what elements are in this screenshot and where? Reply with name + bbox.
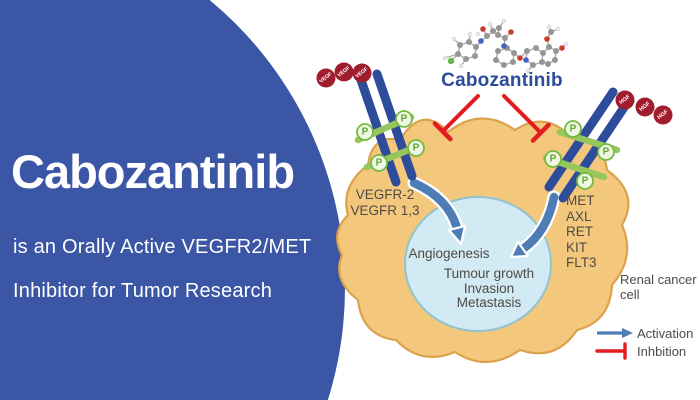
met-target-item: KIT — [566, 239, 588, 255]
vegf-ligand-icon: VEGF — [316, 68, 336, 88]
phospho-badges: P P P P P P P — [356, 110, 615, 190]
hgf-ligand-icon: HGF — [635, 97, 655, 117]
inhibition-tbar-icon — [595, 342, 627, 360]
angiogenesis-label: Angiogenesis — [408, 246, 490, 261]
phospho-p-label: P — [401, 114, 408, 125]
vegfr-receptor-label-line1: VEGFR-2 — [355, 187, 415, 202]
activation-arrow-right — [509, 190, 561, 259]
nucleus — [404, 196, 552, 332]
phospho-p-label: P — [413, 143, 420, 154]
activation-arrow-icon — [597, 328, 633, 338]
drug-name-label: Cabozantinib — [441, 70, 563, 91]
hero-title: Cabozantinib — [11, 145, 295, 198]
tumour-effects-line1: Tumour growth — [443, 266, 535, 281]
phospho-badge: P — [564, 120, 582, 138]
phospho-badge: P — [544, 150, 562, 168]
phospho-badge: P — [407, 139, 425, 157]
hero-subtitle-line1: is an Orally Active VEGFR2/MET — [13, 236, 312, 258]
vegfr-receptor-label-line2: VEGFR 1,3 — [350, 203, 420, 218]
hero-circle — [0, 0, 345, 400]
phospho-p-label: P — [603, 147, 610, 158]
phospho-p-label: P — [550, 154, 557, 165]
legend-activation-label: Activation — [637, 326, 694, 341]
tumour-effects-line3: Metastasis — [456, 295, 522, 310]
met-target-item: RET — [566, 224, 593, 239]
vegf-ligands: VEGF VEGF VEGF — [316, 62, 372, 88]
phospho-badge: P — [395, 110, 413, 128]
hero-subtitle-line2: Inhibitor for Tumor Research — [13, 280, 273, 302]
hgf-ligand-icon: HGF — [653, 105, 673, 125]
cell-caption: Renal cancer cell — [620, 272, 697, 302]
vegfr-receptor-label: VEGFR-2 VEGFR 1,3 — [345, 187, 425, 219]
activation-arrow-left — [407, 176, 467, 246]
tumour-effects-line2: Invasion — [463, 280, 515, 296]
met-target-item: MET — [566, 193, 595, 208]
met-target-list: MET AXL RET KIT FLT3 — [566, 193, 597, 271]
vegf-ligand-icon: VEGF — [334, 62, 354, 82]
vegf-ligand-icon: VEGF — [352, 63, 372, 83]
cabozantinib-molecule-icon — [442, 18, 569, 74]
legend-inhibition-label: Inhbition — [637, 344, 687, 359]
met-target-item: FLT3 — [566, 255, 597, 270]
phospho-p-label: P — [362, 127, 369, 138]
phospho-badge: P — [370, 154, 388, 172]
hgf-ligand-icon: HGF — [615, 90, 635, 110]
phospho-p-label: P — [570, 124, 577, 135]
cell-caption-line1: Renal cancer — [620, 272, 697, 287]
phospho-p-label: P — [582, 176, 589, 187]
phospho-p-label: P — [376, 158, 383, 169]
cell-caption-line2: cell — [620, 287, 640, 302]
phospho-badge: P — [356, 123, 374, 141]
hgf-ligands: HGF HGF HGF — [615, 90, 673, 125]
phospho-badge: P — [576, 172, 594, 190]
inhibition-line-right — [502, 94, 551, 143]
inhibition-line-left — [432, 94, 480, 142]
phospho-badge: P — [597, 143, 615, 161]
met-target-item: AXL — [566, 208, 592, 224]
tumour-effects-label: Tumour growth Invasion Metastasis — [429, 266, 549, 311]
